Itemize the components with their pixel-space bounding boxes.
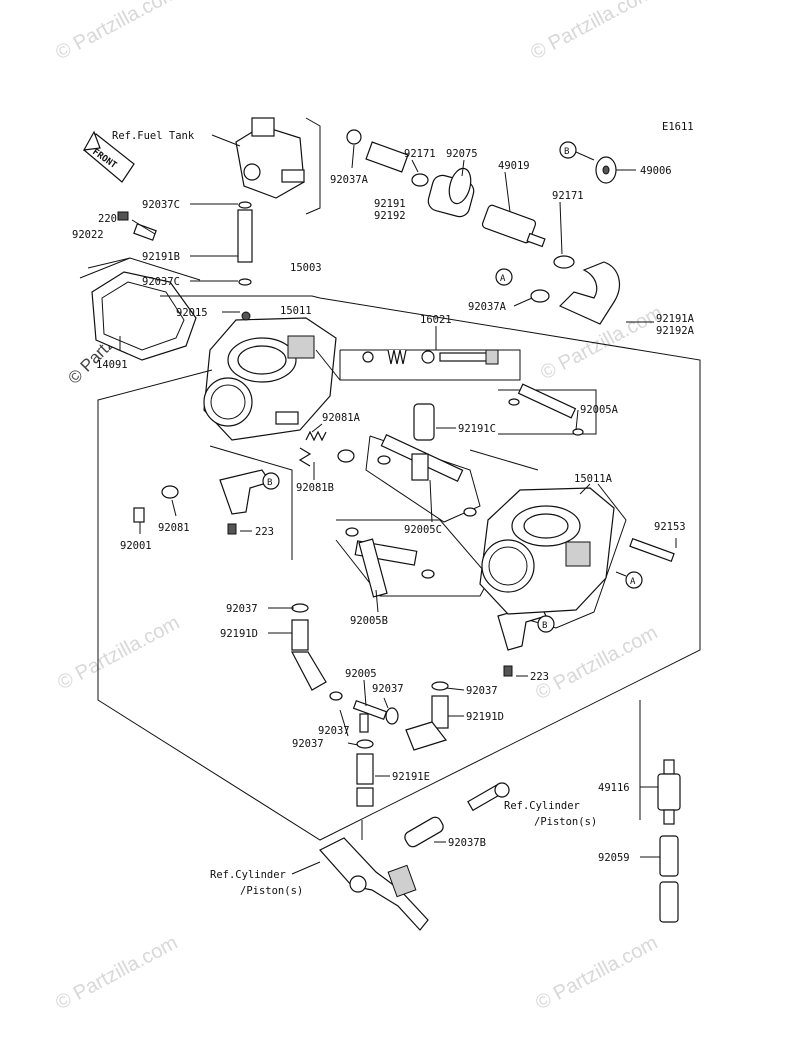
part-label: 92059 bbox=[598, 852, 630, 864]
part-label: 49116 bbox=[598, 782, 630, 794]
part-label: 92037 bbox=[372, 683, 404, 695]
part-label: 16021 bbox=[420, 314, 452, 326]
part-label: 92153 bbox=[654, 521, 686, 533]
springs-icon bbox=[133, 430, 355, 523]
callout-b-right: B bbox=[537, 615, 555, 633]
ref-cylinder-left: Ref.Cylinder bbox=[210, 869, 286, 881]
part-label: 49019 bbox=[498, 160, 530, 172]
part-label: 14091 bbox=[96, 359, 128, 371]
ref-cylinder-right: /Piston(s) bbox=[534, 816, 597, 828]
carburetor-left-icon bbox=[203, 311, 337, 441]
callout-a-top: A bbox=[495, 268, 513, 286]
part-label: 92037C bbox=[142, 276, 180, 288]
carburetor-right-icon bbox=[479, 487, 675, 615]
part-label: 223 bbox=[530, 671, 549, 683]
fuel-hose-group-left bbox=[117, 201, 253, 286]
callout-b-left: B bbox=[262, 472, 280, 490]
ref-cylinder-left: /Piston(s) bbox=[240, 885, 303, 897]
part-label: 92005A bbox=[580, 404, 619, 416]
fuel-cock-icon bbox=[211, 117, 305, 199]
part-label: 92001 bbox=[120, 540, 152, 552]
part-label: 49006 bbox=[640, 165, 672, 177]
watermark: © Partzilla.com bbox=[532, 932, 661, 1015]
part-label: 92171 bbox=[552, 190, 584, 202]
watermark: © Partzilla.com bbox=[532, 622, 661, 705]
part-label: 92005C bbox=[404, 524, 442, 536]
part-label: 92191B bbox=[142, 251, 180, 263]
part-label: 92037 bbox=[466, 685, 498, 697]
part-label: 92191D bbox=[220, 628, 258, 640]
cylinder-ref-icon bbox=[319, 837, 429, 931]
fuel-filter-group bbox=[346, 129, 621, 325]
part-label: 92075 bbox=[446, 148, 478, 160]
coupling-pipes-icon bbox=[345, 383, 584, 598]
callout-a-right: A bbox=[615, 571, 643, 589]
leader-lines bbox=[119, 144, 677, 858]
part-label: 92081B bbox=[296, 482, 334, 494]
part-label: 92191D bbox=[466, 711, 504, 723]
watermark: © Partzilla.com bbox=[527, 0, 656, 64]
part-label: 15011 bbox=[280, 305, 312, 317]
watermark: © Partzilla.com bbox=[52, 0, 181, 64]
pilot-screw-set-icon bbox=[362, 349, 499, 365]
callout-letter: A bbox=[630, 577, 636, 587]
part-label: 92081 bbox=[158, 522, 190, 534]
lower-hoses-icon bbox=[291, 603, 510, 848]
inline-filter-icon bbox=[657, 759, 681, 923]
part-label: 92192 bbox=[374, 210, 406, 222]
part-label: 92191 bbox=[374, 198, 406, 210]
part-label: 92191A bbox=[656, 313, 695, 325]
part-label: 223 bbox=[255, 526, 274, 538]
callout-b-top: B bbox=[559, 141, 595, 161]
callout-letter: B bbox=[542, 621, 547, 631]
part-label: 92037 bbox=[226, 603, 258, 615]
watermark: © Partzilla.com bbox=[54, 612, 183, 695]
part-label: 92015 bbox=[176, 307, 208, 319]
part-label: 92037 bbox=[292, 738, 324, 750]
part-label: 92037C bbox=[142, 199, 180, 211]
part-label: 15003 bbox=[290, 262, 322, 274]
ref-fuel-tank: Ref.Fuel Tank bbox=[112, 130, 195, 142]
part-label: 92005 bbox=[345, 668, 377, 680]
diagram-code: E1611 bbox=[662, 121, 694, 133]
part-labels: 220 92022 92037C 92191B 92037C 92015 140… bbox=[72, 148, 695, 864]
callout-letter: B bbox=[267, 478, 272, 488]
part-label: 92005B bbox=[350, 615, 388, 627]
callout-letter: B bbox=[564, 147, 569, 157]
part-label: 92191C bbox=[458, 423, 496, 435]
part-label: 220 bbox=[98, 213, 117, 225]
part-label: 92022 bbox=[72, 229, 104, 241]
part-label: 92037B bbox=[448, 837, 486, 849]
part-label: 92192A bbox=[656, 325, 695, 337]
air-duct-gasket-icon bbox=[87, 257, 197, 361]
part-label: 92037A bbox=[330, 174, 369, 186]
part-label: 92191E bbox=[392, 771, 430, 783]
part-label: 15011A bbox=[574, 473, 613, 485]
watermark: © Partzilla.com bbox=[52, 932, 181, 1015]
part-label: 92037 bbox=[318, 725, 350, 737]
ref-cylinder-right: Ref.Cylinder bbox=[504, 800, 580, 812]
part-label: 92081A bbox=[322, 412, 361, 424]
part-label: 92037A bbox=[468, 301, 507, 313]
callout-letter: A bbox=[500, 274, 506, 284]
part-label: 92171 bbox=[404, 148, 436, 160]
